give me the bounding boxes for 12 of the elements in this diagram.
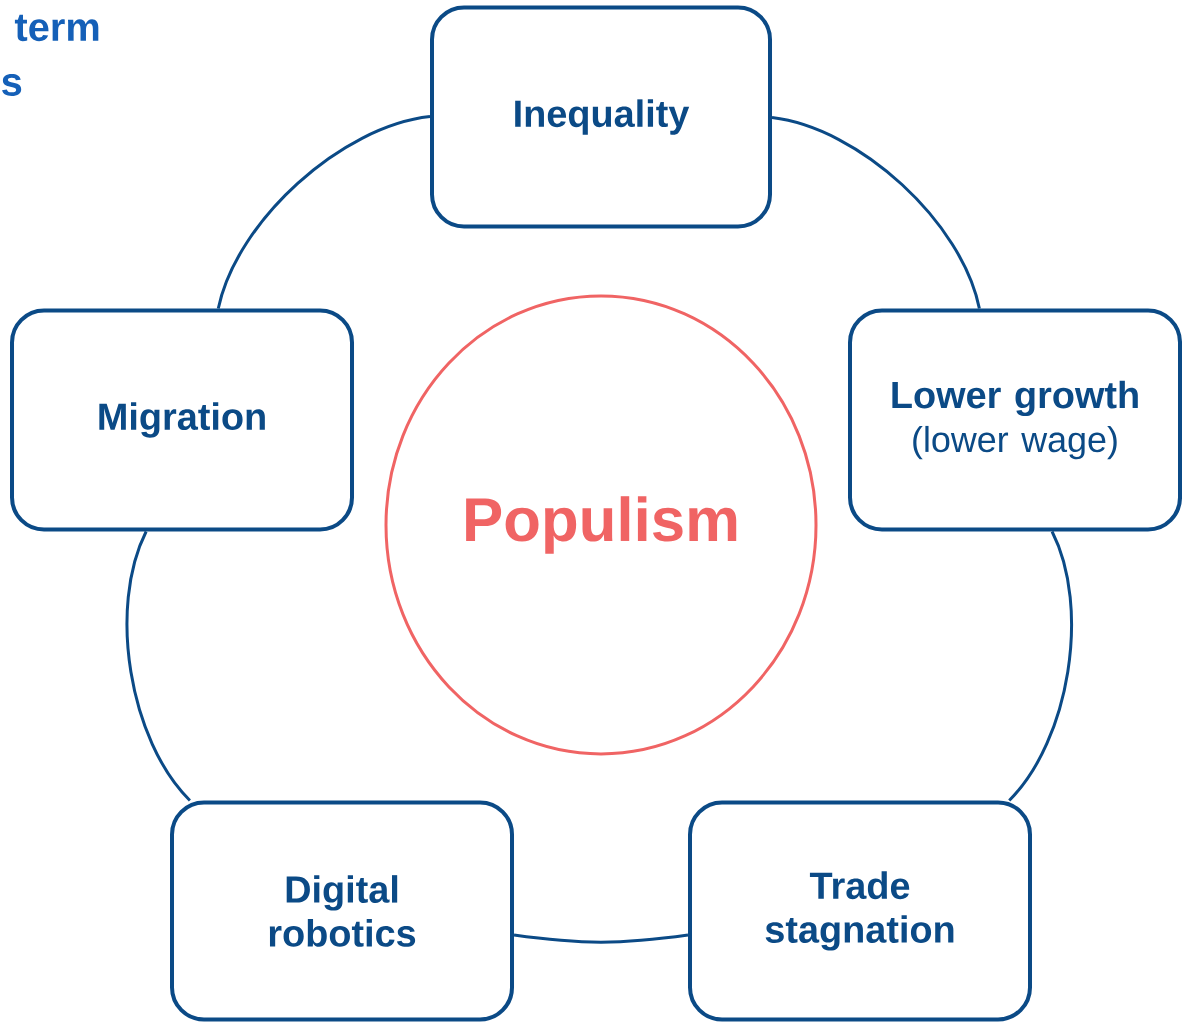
- heading-text: term: [14, 14, 99, 42]
- topic-box: Migration: [10, 308, 354, 532]
- topic-box: Lower growth (lower wage): [848, 308, 1182, 532]
- topic-box: Digital robotics: [170, 800, 514, 1022]
- connector-arc: [125, 530, 192, 802]
- connector-arc: [513, 933, 689, 944]
- connector-arc: [1008, 530, 1074, 802]
- topic-box: Inequality: [430, 5, 772, 229]
- heading-text: s: [2, 74, 22, 96]
- connector-arc: [771, 116, 981, 309]
- connector-arc: [216, 115, 431, 309]
- topic-box: Trade stagnation: [688, 800, 1032, 1022]
